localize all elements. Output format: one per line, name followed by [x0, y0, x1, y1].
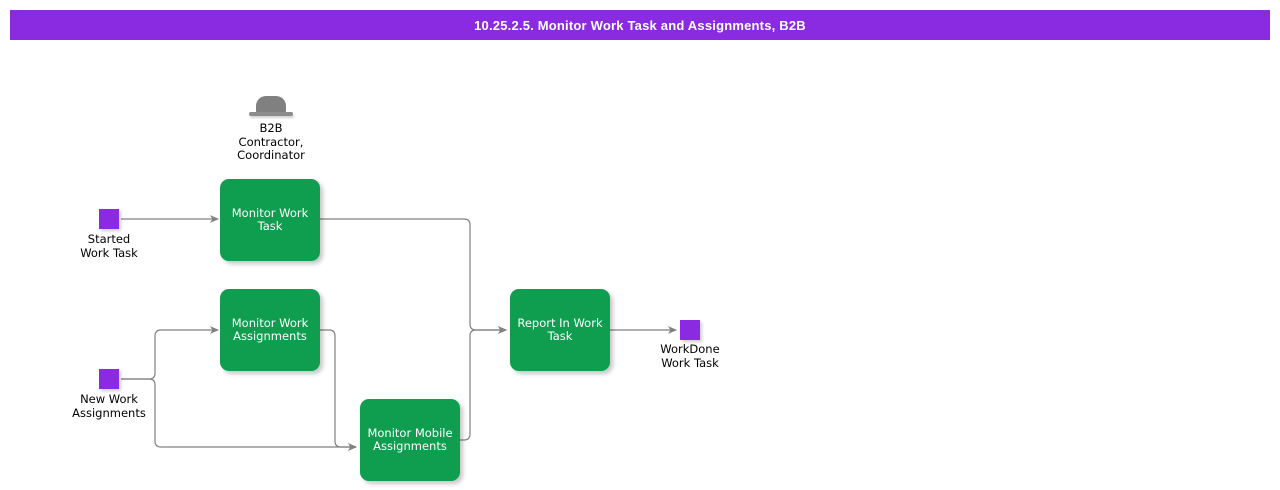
actor-b2b-contractor-coordinator: B2B Contractor, Coordinator [221, 96, 321, 163]
terminal-node-new-work-assignments[interactable] [99, 369, 119, 389]
title-bar: 10.25.2.5. Monitor Work Task and Assignm… [10, 10, 1270, 40]
terminal-label-new-work-assignments: New Work Assignments [72, 392, 146, 420]
activity-label: Monitor Mobile Assignments [367, 425, 453, 453]
activity-node-report-in-work-task[interactable]: Report In Work Task [510, 289, 610, 371]
terminal-node-workdone-work-task[interactable] [680, 320, 700, 340]
actor-label: B2B Contractor, Coordinator [237, 121, 305, 162]
connector-monitor-work-assignments-to-monitor-mobile-assignments [320, 329, 357, 451]
bowler-hat-actor-icon [249, 96, 293, 118]
actor-hat-brim [249, 112, 293, 116]
activity-node-monitor-mobile-assignments[interactable]: Monitor Mobile Assignments [360, 399, 460, 481]
terminal-label-workdone-work-task: WorkDone Work Task [660, 342, 720, 370]
terminal-node-started-work-task[interactable] [99, 209, 119, 229]
activity-label: Monitor Work Task [231, 205, 309, 233]
terminal-label-started-work-task: Started Work Task [80, 232, 138, 260]
activity-label: Monitor Work Assignments [231, 315, 309, 343]
activity-label: Report In Work Task [517, 315, 603, 343]
connector-monitor-work-task-to-report [320, 218, 507, 334]
activity-node-monitor-work-assignments[interactable]: Monitor Work Assignments [220, 289, 320, 371]
activity-node-monitor-work-task[interactable]: Monitor Work Task [220, 179, 320, 261]
page-title: 10.25.2.5. Monitor Work Task and Assignm… [474, 17, 806, 33]
connector-new-assignments-to-monitor-work-assignments [121, 326, 219, 380]
actor-hat-dome [256, 96, 286, 113]
connector-monitor-mobile-assignments-to-report [460, 326, 507, 441]
